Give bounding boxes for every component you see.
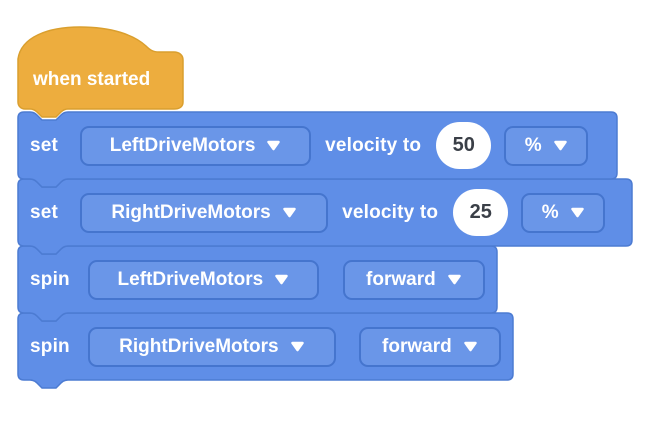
direction-dropdown-value: forward <box>366 268 436 290</box>
velocity-value: 25 <box>469 201 492 223</box>
verb-label: set <box>30 201 59 223</box>
dropdown-arrow-icon <box>283 207 296 218</box>
unit-dropdown-value: % <box>524 134 542 156</box>
dropdown-arrow-icon <box>290 341 304 352</box>
spin-block-left[interactable]: spin LeftDriveMotors forward <box>17 245 498 323</box>
hat-block-when-started[interactable]: when started <box>17 25 184 120</box>
set-velocity-block-right[interactable]: set RightDriveMotors velocity to 25 % <box>17 178 633 256</box>
unit-dropdown[interactable]: % <box>504 125 589 166</box>
verb-label: set <box>30 134 59 156</box>
unit-dropdown-value: % <box>541 201 559 223</box>
velocity-value-input[interactable]: 25 <box>453 189 509 236</box>
dropdown-arrow-icon <box>570 207 584 218</box>
direction-dropdown[interactable]: forward <box>342 259 485 300</box>
velocity-value: 50 <box>452 134 475 156</box>
phrase-label: velocity to <box>342 201 439 223</box>
dropdown-arrow-icon <box>447 274 461 285</box>
verb-label: spin <box>30 268 70 290</box>
dropdown-arrow-icon <box>267 140 281 151</box>
verb-label: spin <box>30 335 70 357</box>
motor-dropdown-value: LeftDriveMotors <box>109 134 256 156</box>
motor-dropdown[interactable]: LeftDriveMotors <box>87 259 319 300</box>
phrase-label: velocity to <box>325 134 422 156</box>
velocity-value-input[interactable]: 50 <box>436 122 492 169</box>
set-velocity-block-left[interactable]: set LeftDriveMotors velocity to 50 % <box>17 111 618 189</box>
motor-dropdown-value: LeftDriveMotors <box>117 268 264 290</box>
motor-dropdown[interactable]: RightDriveMotors <box>87 326 336 367</box>
dropdown-arrow-icon <box>553 140 567 151</box>
hat-block-shape <box>17 26 184 118</box>
dropdown-arrow-icon <box>463 341 477 352</box>
motor-dropdown-value: RightDriveMotors <box>111 201 271 223</box>
unit-dropdown[interactable]: % <box>521 192 606 233</box>
motor-dropdown[interactable]: LeftDriveMotors <box>80 125 312 166</box>
motor-dropdown-value: RightDriveMotors <box>119 335 279 357</box>
spin-block-right[interactable]: spin RightDriveMotors forward <box>17 312 514 390</box>
motor-dropdown[interactable]: RightDriveMotors <box>80 192 329 233</box>
direction-dropdown-value: forward <box>382 335 452 357</box>
hat-block-label: when started <box>33 69 151 90</box>
dropdown-arrow-icon <box>275 274 288 285</box>
direction-dropdown[interactable]: forward <box>358 326 501 367</box>
